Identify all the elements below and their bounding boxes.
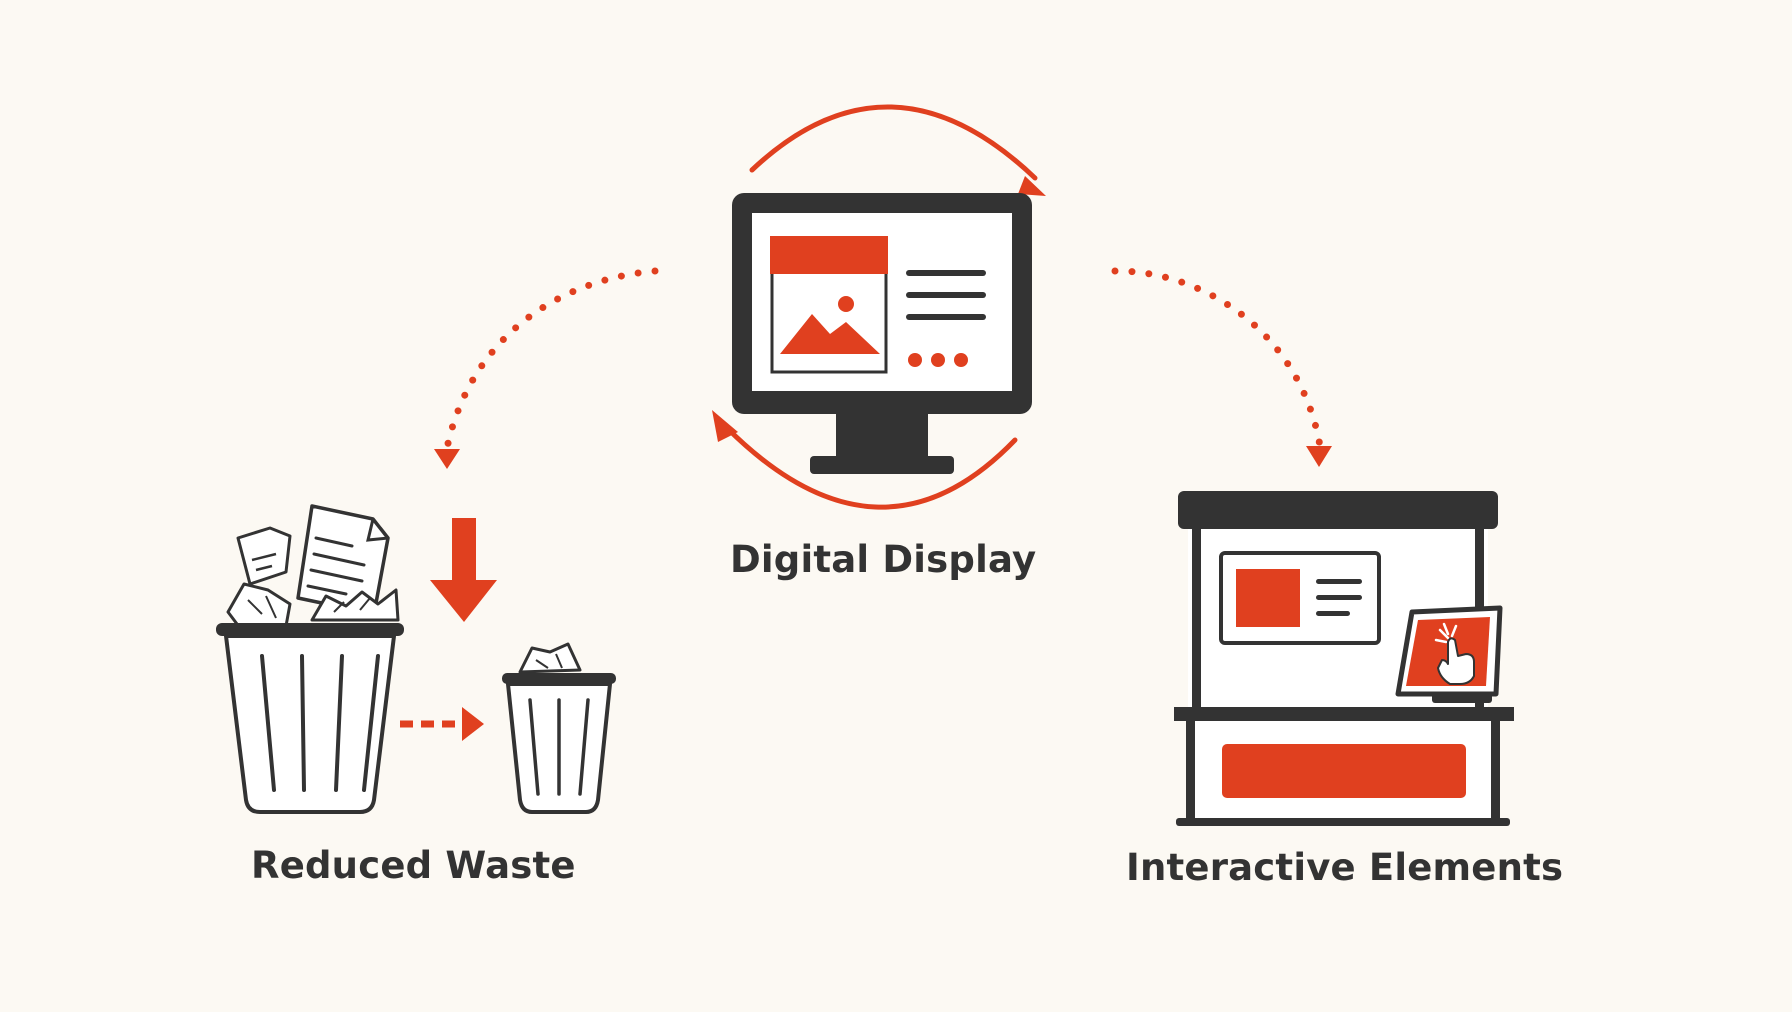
small-trash-bin-icon (502, 642, 616, 814)
refresh-arrow-top (749, 104, 1038, 181)
digital-display-label: Digital Display (730, 538, 1037, 581)
touch-tablet-icon (1395, 605, 1503, 697)
refresh-arrow-bottom (724, 425, 1018, 510)
dotted-arrowhead-to-waste (434, 449, 460, 469)
down-arrow-icon (430, 518, 497, 622)
trash-bin-icon (216, 504, 404, 814)
interactive-elements-label: Interactive Elements (1126, 846, 1564, 889)
monitor-icon (732, 193, 1032, 474)
dotted-arrow-to-kiosk (1111, 267, 1324, 450)
refresh-arrowhead-top (1018, 176, 1046, 196)
refresh-arrowhead-bottom (712, 410, 738, 442)
reduced-waste-label: Reduced Waste (251, 844, 576, 887)
dotted-arrowhead-to-kiosk (1306, 446, 1332, 467)
dotted-arrow-to-waste (443, 267, 659, 452)
refresh-cycle-icon (712, 104, 1046, 510)
dashed-arrow-right-icon (400, 707, 484, 741)
